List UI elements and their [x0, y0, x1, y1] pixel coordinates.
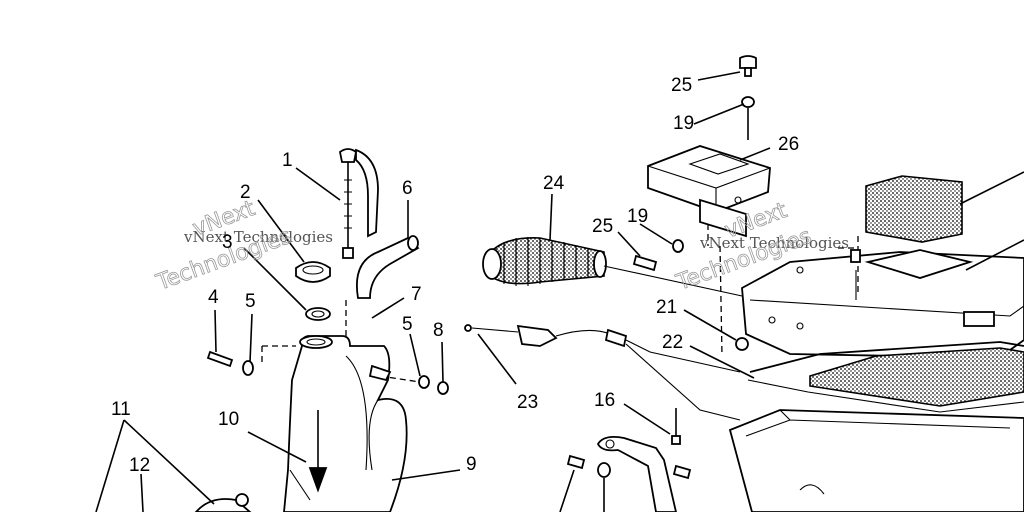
dipstick-part	[339, 148, 379, 259]
callout-4: 4	[208, 287, 219, 308]
callout-19b: 19	[627, 206, 648, 227]
callout-9: 9	[466, 454, 477, 475]
breather-hose-part	[356, 235, 420, 299]
callout-5b: 5	[402, 314, 413, 335]
intake-hose-part	[482, 237, 607, 286]
callout-26: 26	[778, 134, 799, 155]
sensor-wire-part	[464, 324, 741, 421]
callout-25a: 25	[671, 75, 692, 96]
fuel-tank-part	[283, 335, 408, 512]
callout-21: 21	[656, 297, 677, 318]
callout-22: 22	[662, 332, 683, 353]
callout-16: 16	[594, 390, 615, 411]
air-box-part	[728, 409, 1024, 512]
callout-1: 1	[282, 150, 293, 171]
misc-dashed-lines	[603, 224, 861, 357]
callout-25b: 25	[592, 216, 613, 237]
leader-lines	[95, 71, 1024, 512]
lower-bracket-part	[566, 408, 692, 512]
bolts-19-25-part	[632, 55, 757, 351]
air-box-cover-part	[741, 249, 1024, 357]
callout-6: 6	[402, 178, 413, 199]
callout-11: 11	[111, 399, 131, 420]
tank-bolts-part	[206, 300, 449, 395]
lower-left-parts	[194, 493, 252, 512]
callout-3: 3	[222, 232, 233, 253]
watermark-small-text-left: vNext Technologies	[183, 228, 333, 246]
callout-19a: 19	[673, 113, 694, 134]
callout-7: 7	[411, 284, 422, 305]
callout-5a: 5	[245, 291, 256, 312]
callouts: 1 2 3 4 5 5 6 7 8 9 10 11 12 16 19 19 21…	[111, 75, 799, 476]
callout-24: 24	[543, 173, 565, 194]
callout-12: 12	[129, 455, 150, 476]
callout-2: 2	[240, 182, 251, 203]
control-module-part	[647, 145, 771, 238]
air-filter-part	[747, 175, 1024, 413]
fuel-cap-part	[295, 261, 331, 321]
watermark-small-text-right: vNext Technologies	[699, 234, 849, 252]
callout-10: 10	[218, 409, 239, 430]
callout-23: 23	[517, 392, 538, 413]
callout-8: 8	[433, 320, 444, 341]
